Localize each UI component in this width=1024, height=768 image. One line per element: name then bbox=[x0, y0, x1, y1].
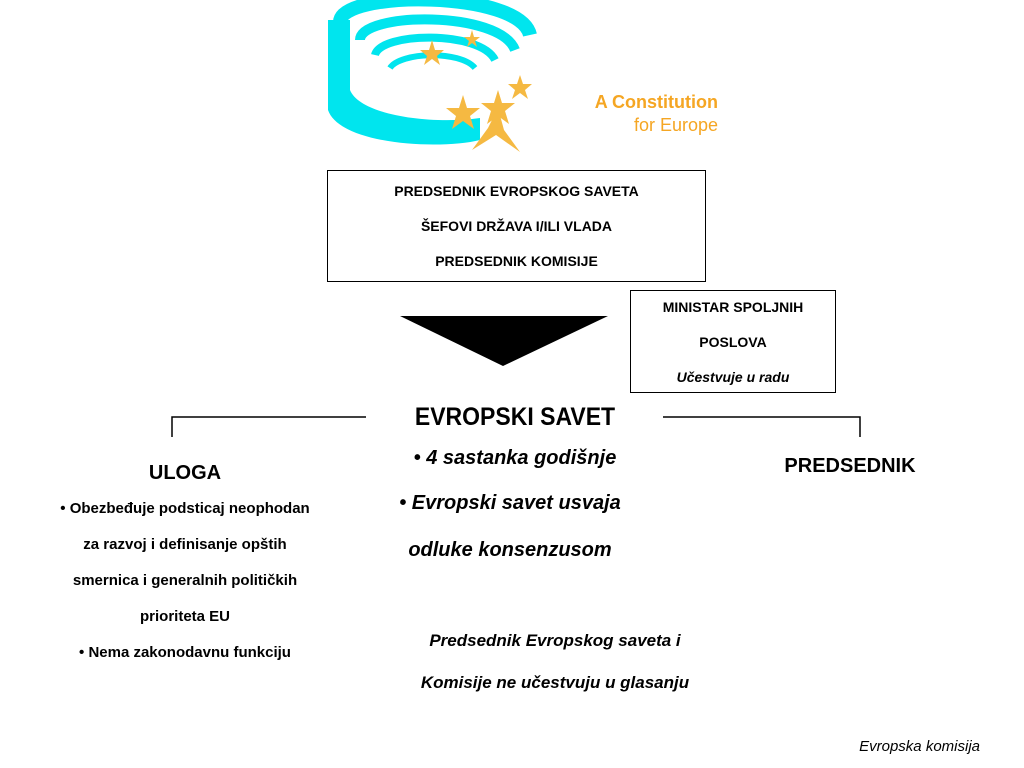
minister-box: MINISTAR SPOLJNIH POSLOVA Učestvuje u ra… bbox=[630, 290, 836, 393]
constitution-logo-icon bbox=[328, 0, 537, 152]
president-heading: PREDSEDNIK bbox=[784, 455, 916, 477]
consensus-text-2: odluke konsenzusom bbox=[408, 539, 612, 561]
role-bullet-2: • Nema zakonodavnu funkciju bbox=[79, 644, 291, 661]
members-line-president-council: PREDSEDNIK EVROPSKOG SAVETA bbox=[394, 183, 639, 199]
role-line-4: prioriteta EU bbox=[139, 608, 230, 625]
european-council-title: EVROPSKI SAVET bbox=[414, 403, 616, 431]
role-no-legislative-text: Nema zakonodavnu funkciju bbox=[88, 644, 291, 661]
logo-title: A Constitution bbox=[594, 92, 718, 112]
minister-line-1: MINISTAR SPOLJNIH bbox=[662, 299, 804, 315]
down-arrow-icon bbox=[400, 316, 608, 366]
meetings-text: 4 sastanka godišnje bbox=[426, 447, 617, 469]
meetings-bullet: • 4 sastanka godišnje bbox=[413, 447, 617, 469]
right-connector-line bbox=[663, 416, 861, 437]
consensus-text-1: Evropski savet usvaja bbox=[411, 492, 621, 514]
voting-note-line-2: Komisije ne učestvuju u glasanju bbox=[420, 673, 690, 692]
role-bullet-1: • Obezbeđuje podsticaj neophodan bbox=[60, 500, 310, 517]
minister-participation-note: Učestvuje u radu bbox=[676, 369, 790, 385]
consensus-bullet: • Evropski savet usvaja bbox=[399, 492, 621, 514]
members-line-heads-of-state: ŠEFOVI DRŽAVA I/ILI VLADA bbox=[420, 218, 613, 234]
footer-source: Evropska komisija bbox=[859, 738, 980, 755]
minister-line-2: POSLOVA bbox=[699, 334, 767, 350]
role-line-3: smernica i generalnih političkih bbox=[72, 572, 298, 589]
logo-subtitle: for Europe bbox=[633, 115, 718, 135]
role-line-1: Obezbeđuje podsticaj neophodan bbox=[69, 500, 310, 517]
members-box: PREDSEDNIK EVROPSKOG SAVETA ŠEFOVI DRŽAV… bbox=[327, 170, 706, 282]
role-heading: ULOGA bbox=[148, 462, 222, 484]
left-connector-line bbox=[171, 416, 366, 437]
voting-note-line-1: Predsednik Evropskog saveta i bbox=[429, 631, 681, 650]
members-line-president-commission: PREDSEDNIK KOMISIJE bbox=[435, 253, 598, 269]
role-line-2: za razvoj i definisanje opštih bbox=[83, 536, 287, 553]
